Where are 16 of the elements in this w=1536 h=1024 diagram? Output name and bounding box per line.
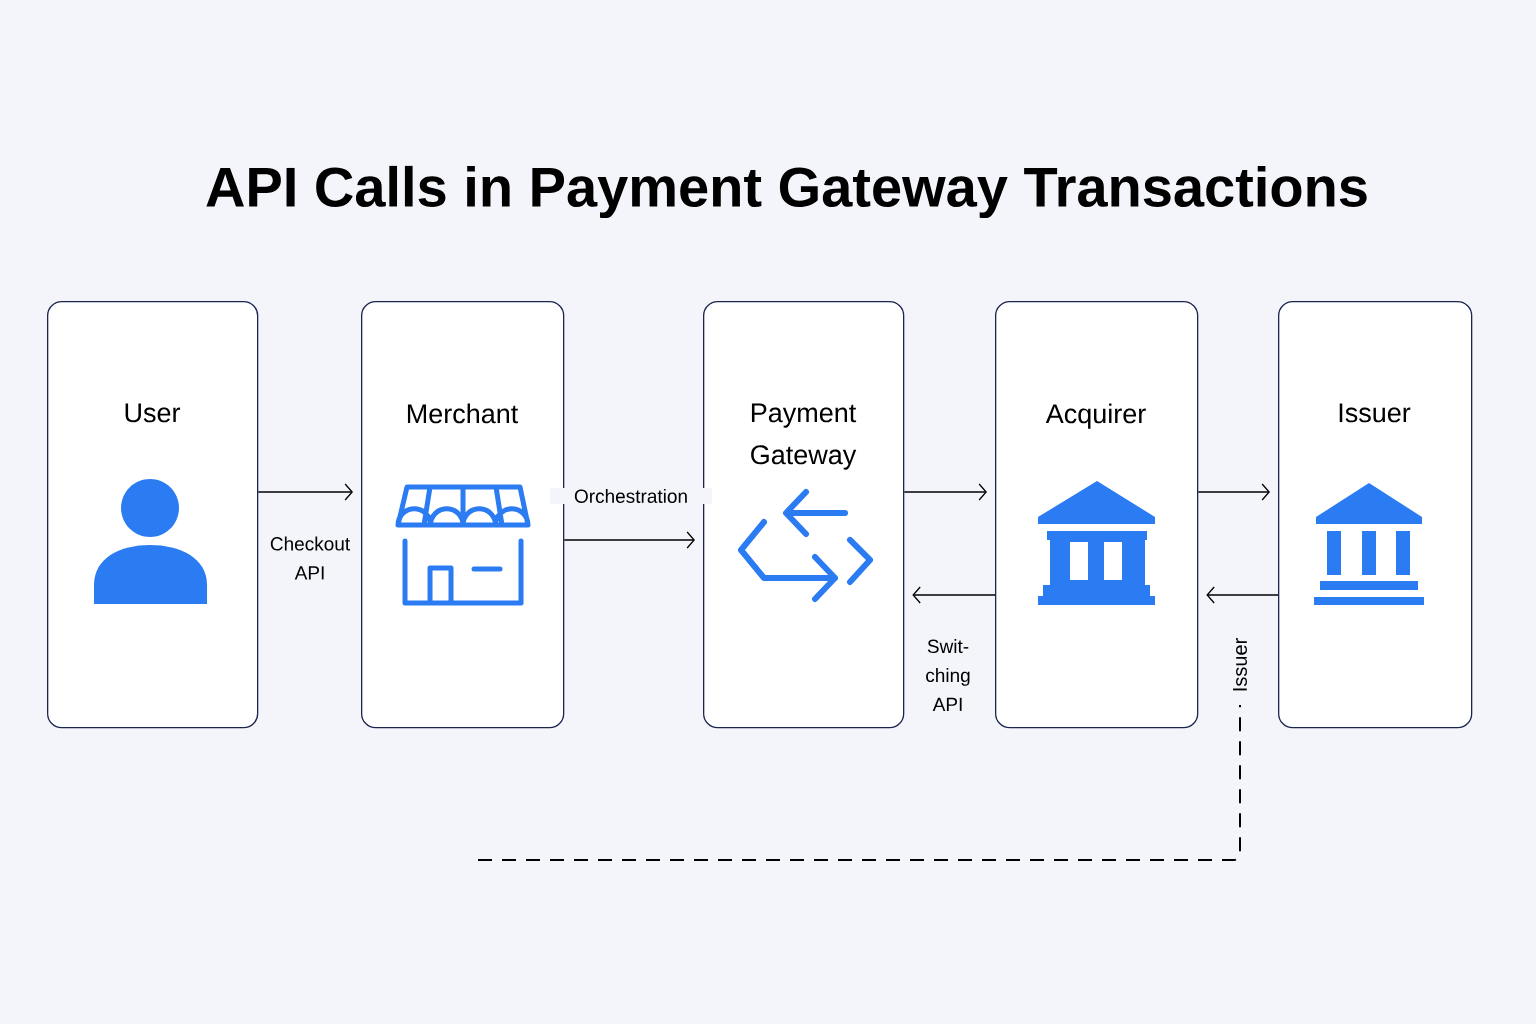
panel-box: Payment Gateway	[703, 301, 905, 729]
edge-label: Checkout API	[264, 535, 356, 581]
edge-label: Swit- ching API	[919, 638, 977, 712]
arrow	[912, 586, 996, 604]
arrow	[903, 483, 987, 501]
panel-box: User	[47, 301, 259, 729]
panel-box: Acquirer	[995, 301, 1199, 729]
arrow	[257, 483, 353, 501]
edge-label: Orchestration	[550, 488, 712, 504]
title: API Calls in Payment Gateway Transactions	[206, 165, 1367, 219]
rotated-label: Issuer	[1233, 638, 1247, 691]
arrow	[1197, 483, 1270, 501]
panel-box: Merchant	[361, 301, 565, 729]
arrow	[1206, 586, 1279, 604]
arrow	[563, 531, 695, 549]
panel-box: Issuer	[1278, 301, 1473, 729]
